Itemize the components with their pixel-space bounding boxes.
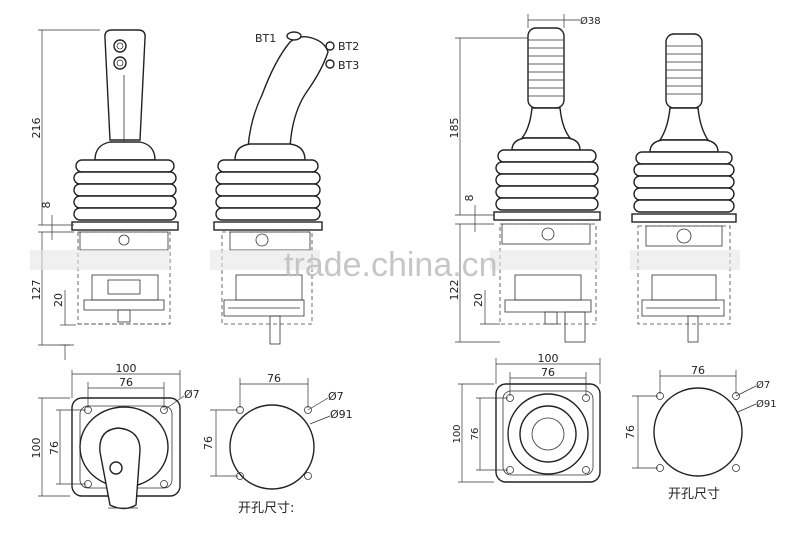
dim-76-h-left: 76 bbox=[48, 441, 61, 455]
label-bt1: BT1 bbox=[255, 32, 276, 45]
label-dia38: Ø38 bbox=[580, 15, 601, 27]
caption-cutout-left: 开孔尺寸: bbox=[238, 501, 294, 516]
right-base-dimensions: 100 76 100 76 bbox=[452, 352, 601, 483]
dim-185: 185 bbox=[448, 118, 461, 139]
left-base-top-view bbox=[71, 397, 181, 510]
watermark-band: trade.china.cn bbox=[30, 246, 740, 284]
dim-8-right: 8 bbox=[463, 195, 476, 202]
dim-76-w-cut-right: 76 bbox=[691, 364, 705, 377]
left-cutout-view: 76 76 Ø7 Ø91 开孔尺寸: bbox=[202, 372, 353, 516]
dim-76-w-left: 76 bbox=[119, 376, 133, 389]
caption-cutout-right: 开孔尺寸 bbox=[668, 487, 720, 502]
dim-8-left: 8 bbox=[40, 202, 53, 209]
right-base-top-view bbox=[495, 383, 601, 483]
right-joystick-front-view bbox=[493, 27, 601, 343]
dim-20-right: 20 bbox=[472, 293, 485, 307]
dim-76-w-cut-left: 76 bbox=[267, 372, 281, 385]
right-height-dimensions: 185 8 122 20 bbox=[448, 37, 528, 343]
dim-122: 122 bbox=[448, 280, 461, 301]
dim-20-left: 20 bbox=[52, 293, 65, 307]
watermark-text: trade.china.cn bbox=[284, 246, 498, 284]
dim-76-h-right: 76 bbox=[470, 428, 481, 441]
dim-100-w-right: 100 bbox=[538, 352, 559, 365]
left-base-dimensions: 100 76 100 76 Ø7 bbox=[30, 362, 200, 497]
dim-216: 216 bbox=[30, 118, 43, 139]
dim-76-h-cut-left: 76 bbox=[202, 436, 215, 450]
label-dia91-left: Ø91 bbox=[330, 408, 353, 421]
dim-127: 127 bbox=[30, 280, 43, 301]
left-joystick-side-view bbox=[213, 31, 335, 345]
label-bt3: BT3 bbox=[338, 59, 359, 72]
label-bt2: BT2 bbox=[338, 40, 359, 53]
label-dia91-right: Ø91 bbox=[756, 398, 777, 410]
left-joystick-front-view bbox=[71, 29, 179, 325]
label-dia7-cut-right: Ø7 bbox=[756, 379, 770, 391]
bt1-button-shape bbox=[286, 31, 302, 41]
dim-100-h-left: 100 bbox=[30, 438, 43, 459]
dim-76-h-cut-right: 76 bbox=[624, 425, 637, 439]
dim-76-w-right: 76 bbox=[541, 366, 555, 379]
dim-38-group: Ø38 bbox=[527, 14, 601, 28]
label-dia7-cut-left: Ø7 bbox=[328, 390, 344, 403]
label-dia7-left: Ø7 bbox=[184, 388, 200, 401]
dim-100-w-left: 100 bbox=[116, 362, 137, 375]
right-cutout-view: 76 76 Ø7 Ø91 开孔尺寸 bbox=[624, 364, 777, 502]
dim-100-h-right: 100 bbox=[452, 424, 463, 443]
left-height-dimensions: 216 8 127 20 bbox=[30, 29, 100, 360]
right-joystick-side-view bbox=[631, 33, 737, 343]
